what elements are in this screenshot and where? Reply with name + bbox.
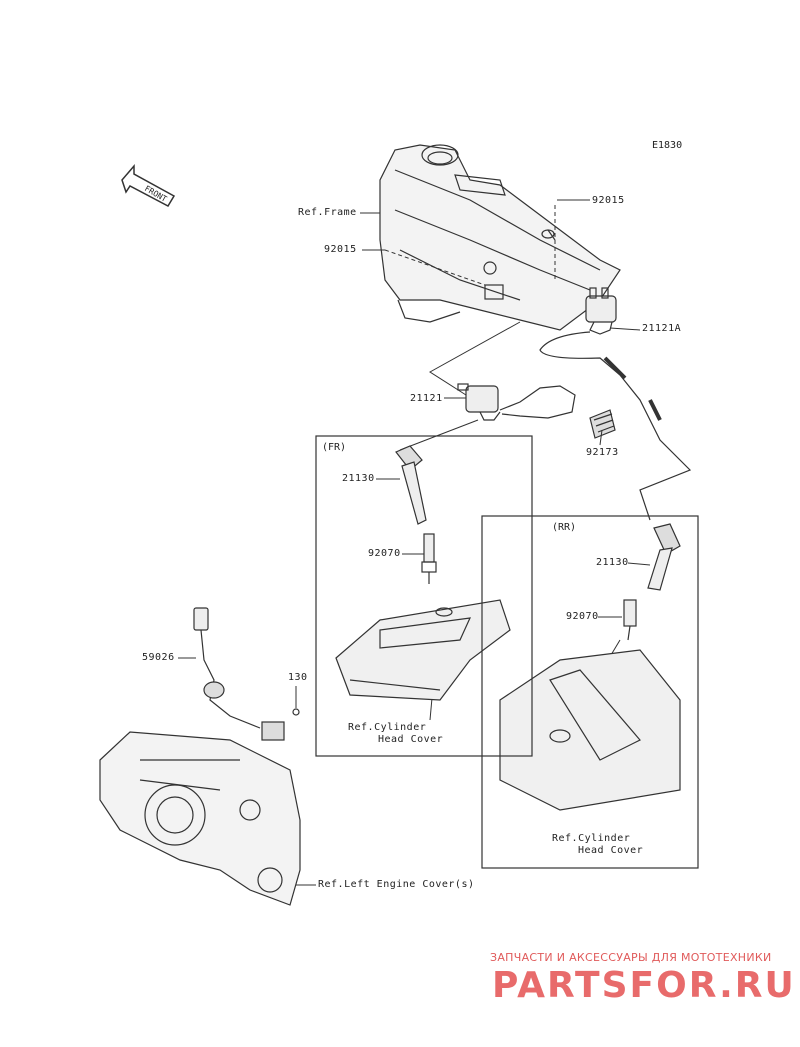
part-label-92015-left[interactable]: 92015 xyxy=(324,244,357,255)
clamp-92173 xyxy=(589,409,616,439)
part-label-92173[interactable]: 92173 xyxy=(586,447,619,458)
sensor-59026 xyxy=(193,607,300,741)
part-label-130[interactable]: 130 xyxy=(288,672,308,683)
ref-cylinder-rr-line2: Head Cover xyxy=(578,845,644,856)
fr-components xyxy=(335,445,511,701)
watermark-logo: PARTSFOR.RU xyxy=(492,965,796,1006)
ref-cylinder-fr-line2: Head Cover xyxy=(378,734,444,745)
fr-box-label: (FR) xyxy=(322,442,347,453)
rr-box xyxy=(481,515,699,869)
part-label-59026[interactable]: 59026 xyxy=(142,652,175,663)
rr-box-label: (RR) xyxy=(552,522,577,533)
coil-lead-front xyxy=(499,385,576,419)
fr-box xyxy=(315,435,533,757)
part-label-92070-fr[interactable]: 92070 xyxy=(368,548,401,559)
diagram-code: E1830 xyxy=(652,140,683,151)
ref-cylinder-fr-line1: Ref.Cylinder xyxy=(348,722,427,733)
coil-lead-rear xyxy=(539,331,692,521)
watermark-tagline: ЗАПЧАСТИ И АКСЕССУАРЫ ДЛЯ МОТОТЕХНИКИ xyxy=(490,951,772,964)
ref-engine-cover-label: Ref.Left Engine Cover(s) xyxy=(318,879,475,890)
rr-components xyxy=(499,523,681,811)
ref-cylinder-rr-line1: Ref.Cylinder xyxy=(552,833,631,844)
coil-21121 xyxy=(457,383,501,421)
part-label-21130-fr[interactable]: 21130 xyxy=(342,473,375,484)
engine-cover-drawing xyxy=(99,731,301,906)
part-label-21121A[interactable]: 21121A xyxy=(642,323,682,334)
part-label-21130-rr[interactable]: 21130 xyxy=(596,557,629,568)
front-arrow-icon: FRONT xyxy=(121,163,176,207)
frame-drawing xyxy=(379,144,621,331)
part-label-21121[interactable]: 21121 xyxy=(410,393,443,404)
coil-21121A xyxy=(585,287,617,335)
part-label-92070-rr[interactable]: 92070 xyxy=(566,611,599,622)
part-label-92015-top[interactable]: 92015 xyxy=(592,195,625,206)
ref-frame-label: Ref.Frame xyxy=(298,207,357,218)
